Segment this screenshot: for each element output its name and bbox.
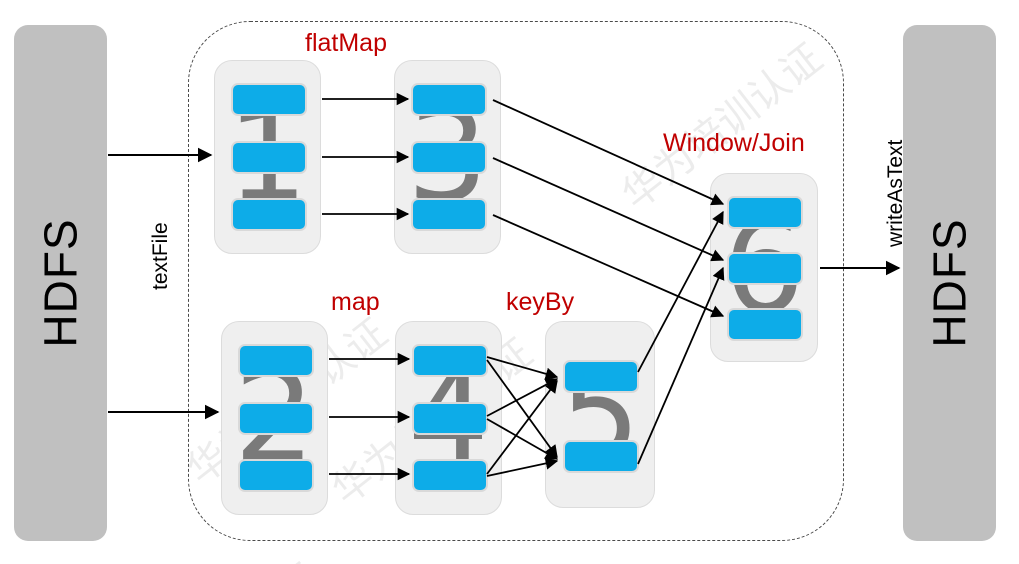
hdfs-sink-right: HDFS [903, 25, 996, 541]
operator-group-6[interactable]: 6 [710, 173, 818, 362]
watermark-bottom-left: 华为培训认证 [103, 547, 328, 564]
task-slot[interactable] [563, 360, 639, 393]
task-slot[interactable] [231, 198, 307, 231]
edge-label-textfile: textFile [149, 222, 172, 290]
operator-group-3[interactable]: 3 [394, 60, 501, 254]
caption-keyby: keyBy [506, 288, 575, 316]
operator-group-2[interactable]: 2 [221, 321, 328, 515]
task-slot[interactable] [411, 198, 487, 231]
hdfs-source-left: HDFS [14, 25, 107, 541]
task-slot[interactable] [727, 308, 803, 341]
task-slot[interactable] [727, 196, 803, 229]
task-slot[interactable] [411, 141, 487, 174]
task-slot[interactable] [231, 141, 307, 174]
task-slot[interactable] [238, 402, 314, 435]
hdfs-sink-label: HDFS [923, 218, 976, 348]
caption-map: map [331, 288, 380, 316]
operator-group-4[interactable]: 4 [395, 321, 502, 515]
task-slot[interactable] [727, 252, 803, 285]
task-slot[interactable] [238, 459, 314, 492]
operator-group-5[interactable]: 5 [545, 321, 655, 508]
operator-group-1[interactable]: 1 [214, 60, 321, 254]
task-slot[interactable] [238, 344, 314, 377]
cluster-boundary [188, 21, 844, 541]
caption-flatmap: flatMap [305, 29, 387, 57]
hdfs-source-label: HDFS [34, 218, 87, 348]
task-slot[interactable] [563, 440, 639, 473]
task-slot[interactable] [231, 83, 307, 116]
task-slot[interactable] [412, 344, 488, 377]
task-slot[interactable] [412, 402, 488, 435]
edge-label-writeastext: writeAsText [884, 139, 907, 247]
task-slot[interactable] [412, 459, 488, 492]
caption-window-join: Window/Join [663, 129, 805, 157]
task-slot[interactable] [411, 83, 487, 116]
